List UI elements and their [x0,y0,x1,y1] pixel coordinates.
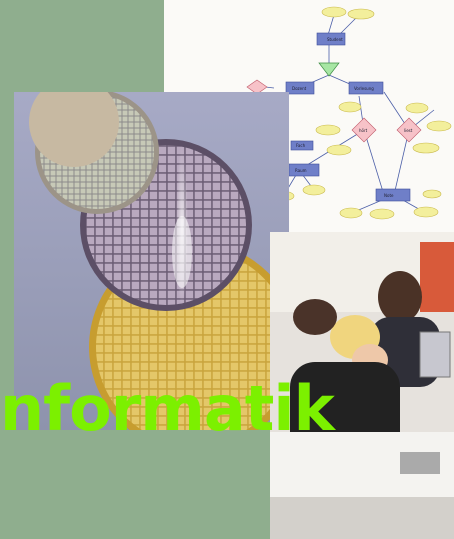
svg-text:hört: hört [359,128,368,133]
svg-text:Vorlesung: Vorlesung [354,86,374,91]
silicon-wafer-image [14,92,289,430]
svg-text:Dozent: Dozent [292,86,307,91]
classroom-photo-image [270,232,454,539]
headline-informatik: nformatik [0,372,335,445]
classroom-illustration [270,232,454,539]
svg-text:Student: Student [327,37,343,42]
svg-text:Note: Note [384,193,394,198]
svg-text:liest: liest [404,128,413,133]
svg-text:Raum: Raum [295,168,307,173]
silicon-wafer-illustration [14,92,289,430]
svg-text:Fach: Fach [296,143,306,148]
